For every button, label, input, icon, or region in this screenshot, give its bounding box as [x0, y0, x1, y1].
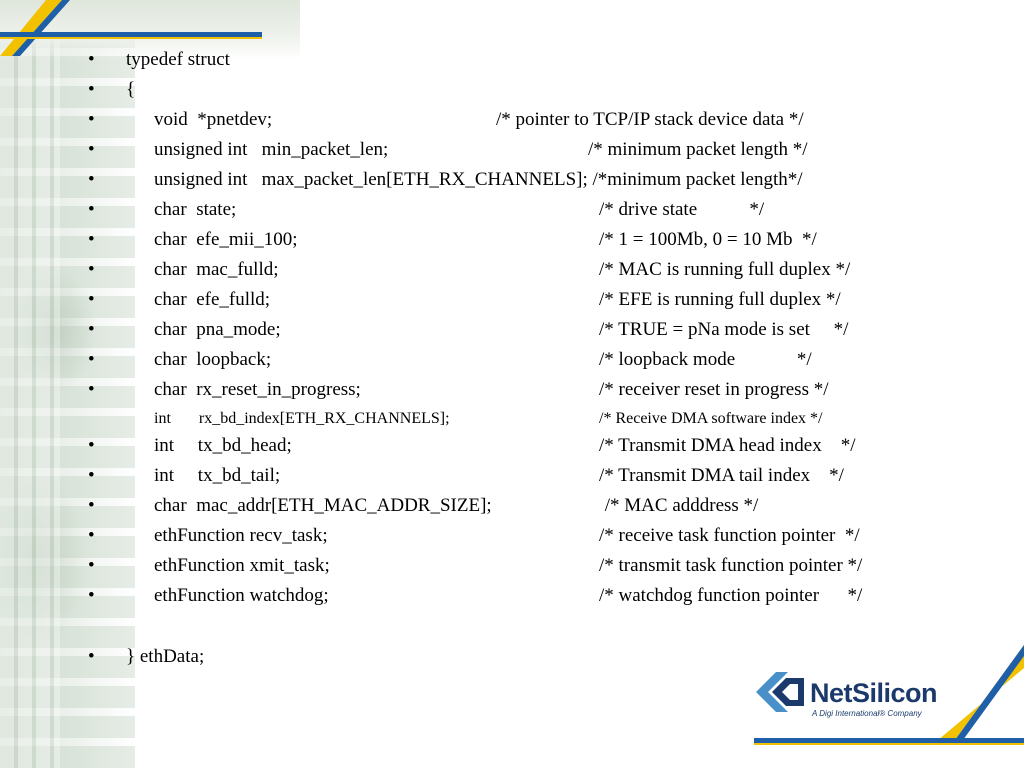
code-comment: /* MAC adddress */ — [600, 495, 759, 516]
code-line: ethFunction xmit_task; — [154, 555, 330, 576]
code-comment: /* loopback mode */ — [599, 349, 812, 370]
bullet: • — [88, 229, 95, 250]
code-line: char pna_mode; — [154, 319, 281, 340]
code-line: { — [126, 79, 136, 100]
code-line: typedef struct — [126, 49, 230, 70]
bullet: • — [88, 646, 95, 667]
code-comment: /* TRUE = pNa mode is set */ — [599, 319, 849, 340]
code-comment: /* 1 = 100Mb, 0 = 10 Mb */ — [599, 229, 817, 250]
bullet: • — [88, 49, 95, 70]
code-comment: /* drive state */ — [599, 199, 765, 220]
code-line: int rx_bd_index[ETH_RX_CHANNELS]; — [154, 410, 450, 427]
code-line: int tx_bd_tail; — [154, 465, 281, 486]
logo-tagline: A Digi International® Company — [812, 709, 922, 718]
code-line: char efe_fulld; — [154, 289, 271, 310]
bullet: • — [88, 109, 95, 130]
code-comment: /* MAC is running full duplex */ — [599, 259, 851, 280]
bullet: • — [88, 139, 95, 160]
code-line: } ethData; — [126, 646, 205, 667]
code-comment: /* receiver reset in progress */ — [599, 379, 829, 400]
code-comment: /* Transmit DMA tail index */ — [599, 465, 844, 486]
netsilicon-logo: NetSilicon A Digi International® Company — [754, 668, 959, 728]
code-line: char efe_mii_100; — [154, 229, 298, 250]
bullet: • — [88, 199, 95, 220]
code-comment: /* minimum packet length */ — [588, 139, 808, 160]
code-line: char rx_reset_in_progress; — [154, 379, 361, 400]
code-line: int tx_bd_head; — [154, 435, 292, 456]
code-comment: /* transmit task function pointer */ — [599, 555, 863, 576]
code-comment: /* Transmit DMA head index */ — [599, 435, 856, 456]
code-line: ethFunction recv_task; — [154, 525, 328, 546]
bullet: • — [88, 169, 95, 190]
code-comment: /* EFE is running full duplex */ — [599, 289, 841, 310]
code-line: char mac_addr[ETH_MAC_ADDR_SIZE]; — [154, 495, 492, 516]
code-line: unsigned int max_packet_len[ETH_RX_CHANN… — [154, 169, 803, 190]
bullet: • — [88, 495, 95, 516]
bullet: • — [88, 379, 95, 400]
code-line: ethFunction watchdog; — [154, 585, 329, 606]
background-texture — [0, 0, 135, 768]
bullet: • — [88, 319, 95, 340]
bullet: • — [88, 79, 95, 100]
bullet: • — [88, 525, 95, 546]
bullet: • — [88, 259, 95, 280]
bullet: • — [88, 349, 95, 370]
code-comment: /* watchdog function pointer */ — [599, 585, 863, 606]
bullet: • — [88, 289, 95, 310]
bullet: • — [88, 555, 95, 576]
code-line: unsigned int min_packet_len; — [154, 139, 389, 160]
bullet: • — [88, 435, 95, 456]
bullet: • — [88, 585, 95, 606]
code-comment: /* Receive DMA software index */ — [599, 410, 823, 427]
code-line: char state; — [154, 199, 237, 220]
code-comment: /* pointer to TCP/IP stack device data *… — [496, 109, 804, 130]
code-comment: /* receive task function pointer */ — [599, 525, 860, 546]
logo-name: NetSilicon — [810, 678, 938, 708]
bullet: • — [88, 465, 95, 486]
netsilicon-logo-icon — [756, 672, 804, 712]
code-line: void *pnetdev; — [154, 109, 273, 130]
code-line: char mac_fulld; — [154, 259, 279, 280]
code-line: char loopback; — [154, 349, 272, 370]
